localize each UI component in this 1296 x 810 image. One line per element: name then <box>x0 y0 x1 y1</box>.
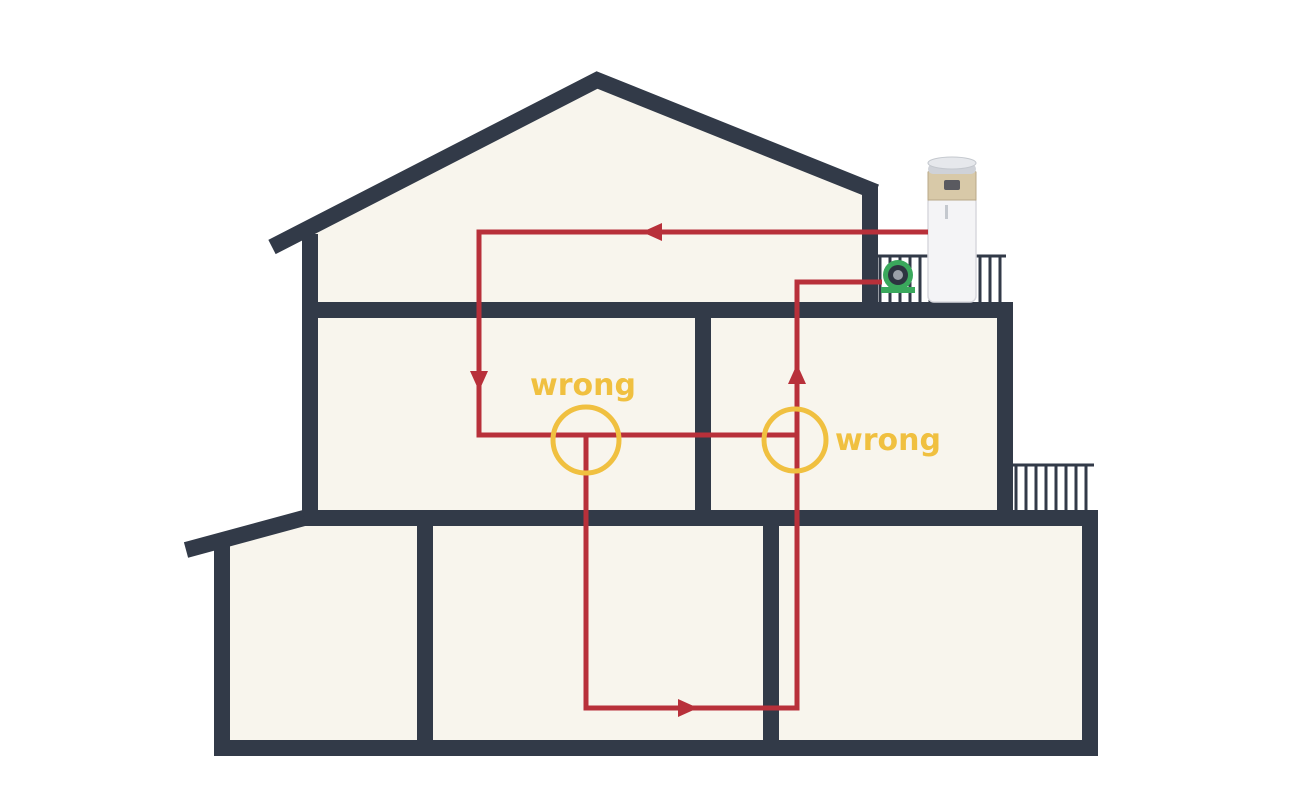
warning-marker-left: wrong <box>530 368 636 476</box>
balcony-railing-lower <box>1012 463 1094 511</box>
warning-label: wrong <box>530 368 636 403</box>
warning-marker-right: wrong <box>761 406 941 474</box>
circulation-pump-icon <box>881 260 915 293</box>
warning-label: wrong <box>835 423 941 458</box>
house-interior <box>222 80 1090 748</box>
flow-arrow-icon <box>642 223 662 241</box>
house-walls <box>183 71 1098 756</box>
heat-pump-water-heater-icon <box>927 156 977 303</box>
flow-arrow-icon <box>788 364 806 384</box>
recirculation-pipe <box>476 229 928 711</box>
flow-arrow-icon <box>678 699 698 717</box>
roof <box>268 71 879 255</box>
flow-arrows <box>470 223 806 717</box>
flow-arrow-icon <box>470 371 488 391</box>
